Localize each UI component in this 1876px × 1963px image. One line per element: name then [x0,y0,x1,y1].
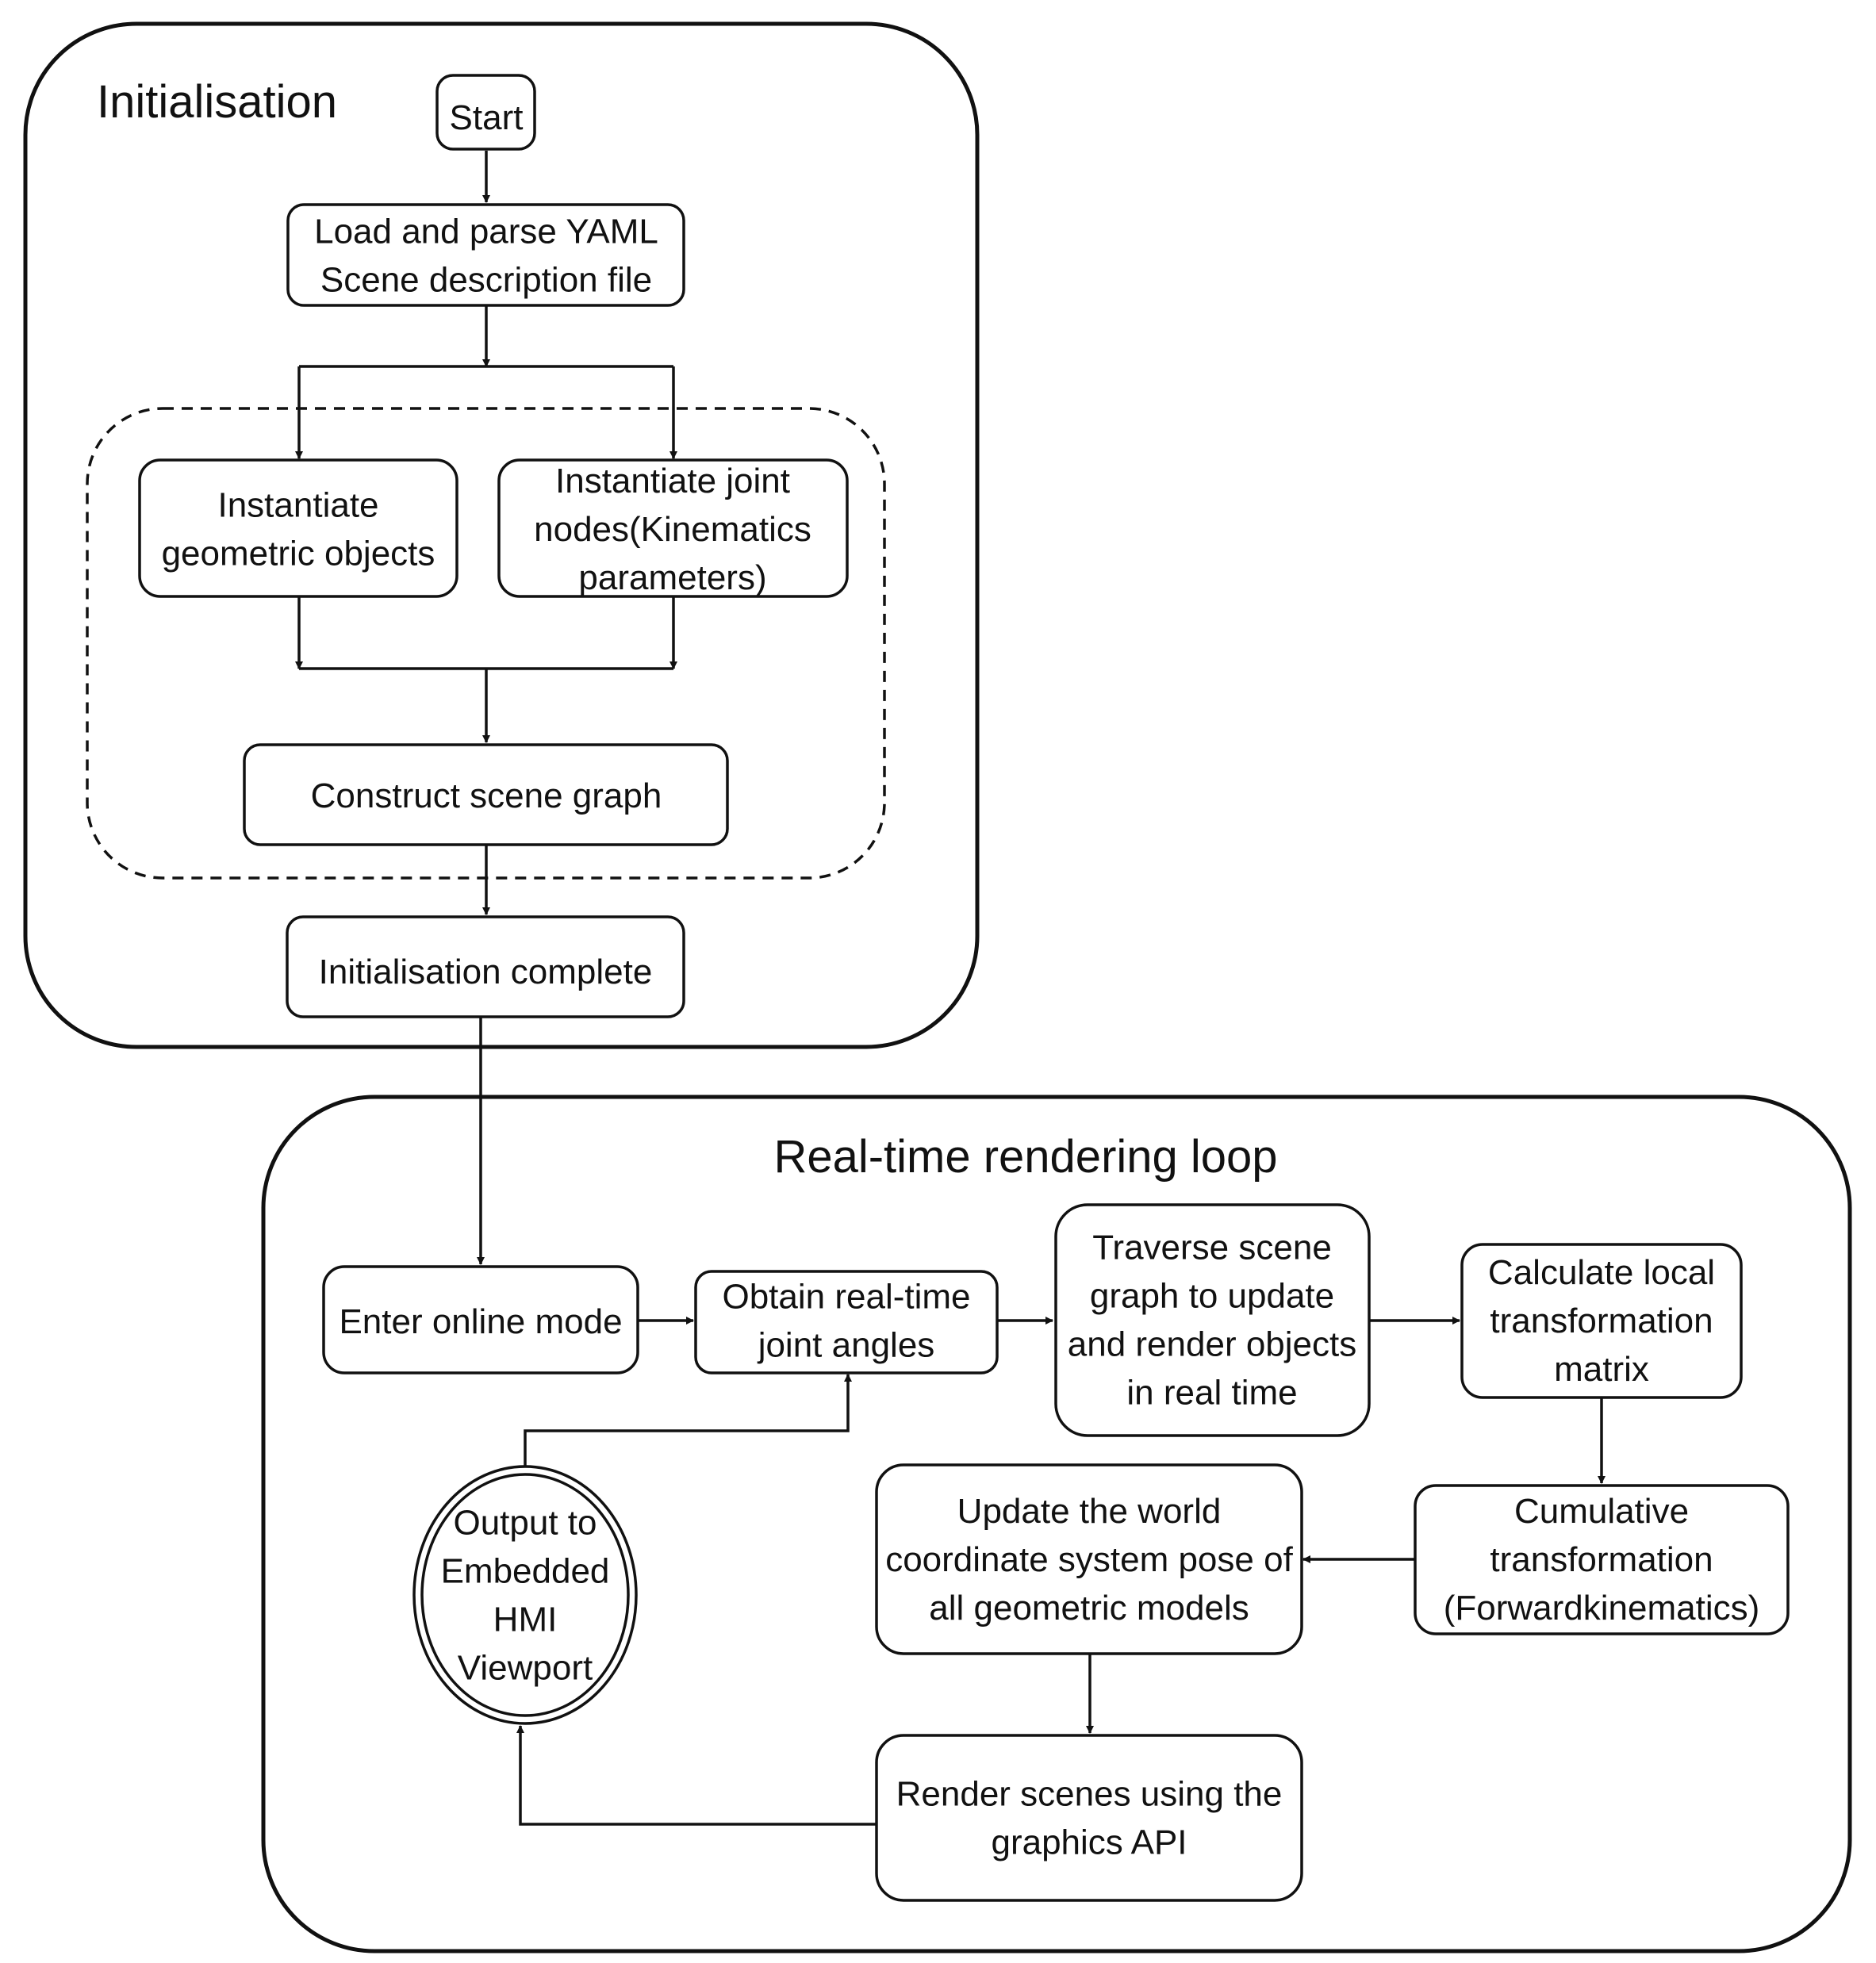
label-line: Construct scene graph [311,776,662,815]
cumulative-label: Cumulative transformation (Forwardkinemati… [1444,1492,1760,1628]
label-line: matrix [1554,1350,1649,1389]
label-line: Obtain real-time [722,1278,970,1317]
online-mode-label: Enter online mode [339,1302,622,1341]
init-complete-node [286,915,685,1018]
label-line: all geometric models [929,1589,1249,1628]
cumulative-node [1414,1484,1790,1635]
joint-nodes-node [497,458,849,598]
realtime-title: Real-time rendering loop [773,1131,1277,1183]
online-mode-node [322,1265,639,1374]
load-yaml-node [286,203,685,307]
joint-angles-label: Obtain real-time joint angles [722,1278,970,1365]
label-line: Render scenes using the [896,1775,1283,1814]
label-line: Load and parse YAML [314,213,658,251]
label-line: parameters) [578,558,766,597]
label-line: Calculate local [1488,1253,1715,1292]
label-line: Enter online mode [339,1302,622,1341]
start-label: Start [450,98,524,137]
traverse-label: Traverse scene graph to update and render … [1068,1229,1356,1413]
label-line: Scene description file [320,261,652,300]
load-yaml-label: Load and parse YAML Scene description fil… [314,213,658,300]
start-node [435,74,536,151]
render-api-node [875,1734,1303,1902]
traverse-node [1054,1203,1371,1437]
local-matrix-node [1460,1243,1743,1399]
construct-graph-node [243,743,729,846]
label-line: Output to [453,1504,597,1543]
geometric-objects-node [138,458,458,598]
node-boxes [138,74,1790,1902]
geometric-objects-label: Instantiate geometric objects [162,486,435,573]
construct-graph-label: Construct scene graph [311,776,662,815]
label-line: joint angles [757,1326,935,1365]
label-line: Instantiate joint [555,462,790,500]
label-line: coordinate system pose of [885,1540,1293,1579]
node-labels: Start Load and parse YAML Scene descripti… [162,98,1760,1862]
label-line: transformation [1490,1302,1713,1340]
label-line: Traverse scene [1092,1229,1332,1267]
label-line: HMI [493,1601,558,1639]
label-line: transformation [1490,1540,1713,1579]
label-line: Update the world [957,1492,1222,1531]
connectors [295,151,1606,1826]
output-hmi-node [412,1465,638,1725]
realtime-section [261,1095,1852,1953]
label-line: nodes(Kinematics [534,510,811,549]
render-api-label: Render scenes using the graphics API [896,1775,1283,1862]
label-line: Viewport [458,1649,593,1688]
label-line: graph to update [1090,1277,1334,1316]
output-inner-ring [420,1473,630,1717]
label-line: Instantiate [217,486,378,525]
label-line: geometric objects [162,535,435,573]
label-line: Cumulative [1514,1492,1689,1531]
initialisation-title: Initialisation [97,76,337,128]
label-line: graphics API [991,1823,1187,1862]
output-outer-ring [412,1465,638,1725]
local-matrix-label: Calculate local transformation matrix [1488,1253,1715,1389]
joint-angles-node [694,1270,999,1374]
label-line: and render objects [1068,1325,1356,1364]
label-line: in real time [1126,1374,1297,1413]
arrow-output-to-angles [524,1374,852,1467]
label-line: Start [450,98,524,137]
label-line: (Forwardkinematics) [1444,1589,1760,1628]
joint-nodes-label: Instantiate joint nodes(Kinematics paramet… [534,462,811,597]
init-complete-label: Initialisation complete [319,953,653,991]
label-line: Embedded [441,1552,610,1591]
world-pose-node [875,1463,1303,1655]
arrow-render-to-output [516,1725,877,1826]
world-pose-label: Update the world coordinate system pose o… [885,1492,1293,1628]
label-line: Initialisation complete [319,953,653,991]
initialisation-section [23,21,980,1049]
